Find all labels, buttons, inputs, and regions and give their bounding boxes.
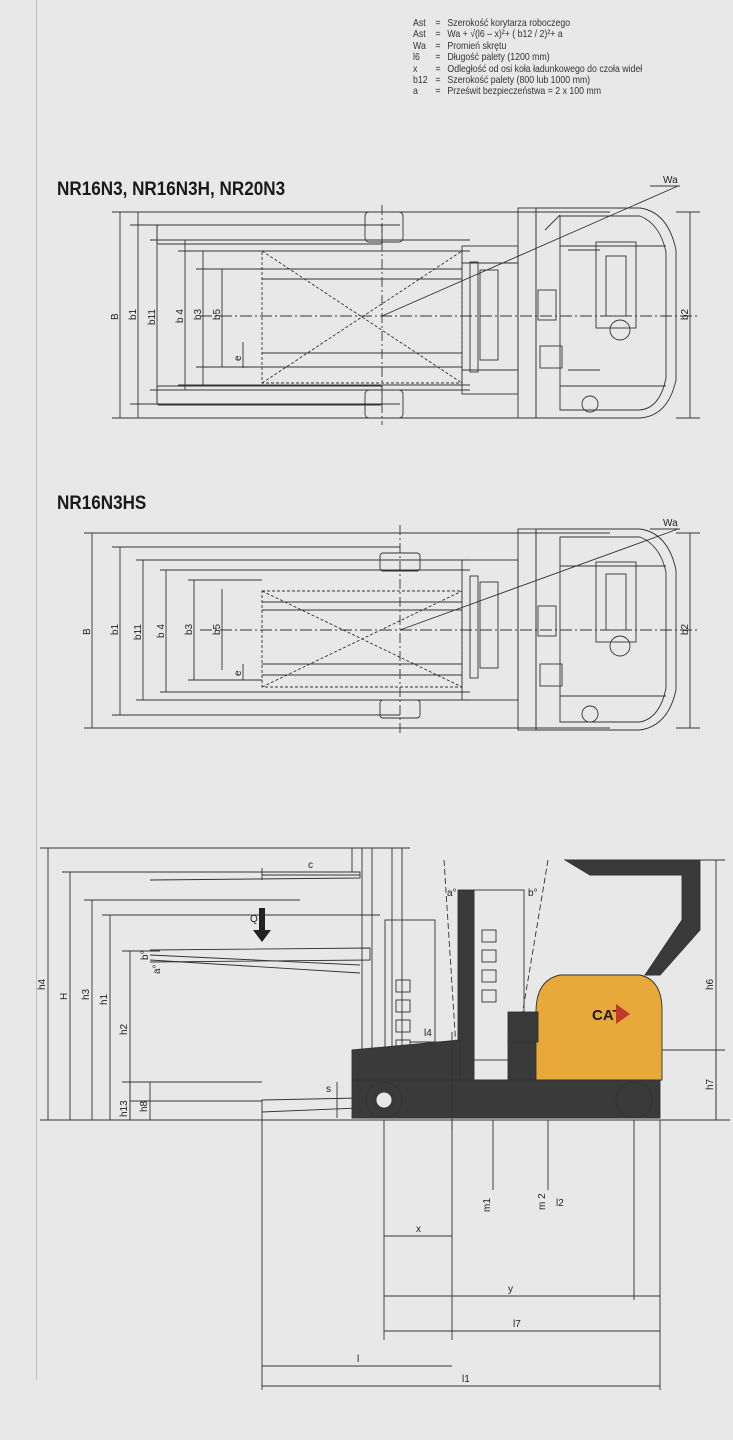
legend-text: Prześwit bezpieczeństwa = 2 x 100 mm — [447, 86, 602, 98]
dim-b3-2: b3 — [184, 623, 195, 635]
dim-h4: h4 — [37, 978, 48, 990]
tilt-a-deg-fork: a° — [152, 964, 163, 974]
legend-key: Wa — [413, 40, 426, 52]
legend-text: Szerokość korytarza roboczego — [447, 18, 571, 29]
legend-eq: = — [435, 86, 441, 98]
cat-logo-text: CAT — [592, 1007, 622, 1024]
dim-b3: b3 — [193, 308, 204, 320]
dim-B-2: B — [82, 628, 93, 635]
legend-text: Szerokość palety (800 lub 1000 mm) — [447, 75, 591, 87]
legend-row: Wa = Promień skrętu — [413, 41, 642, 52]
legend-row: x = Odległość od osi koła ładunkowego do c… — [413, 64, 642, 75]
legend-eq: = — [435, 75, 441, 87]
view2-title: NR16N3HS — [57, 493, 147, 514]
dim-y: y — [508, 1284, 513, 1295]
dim-Wa: Wa — [663, 175, 678, 186]
dim-h13: h13 — [119, 1100, 130, 1117]
dim-l2: l2 — [556, 1198, 564, 1209]
dim-m1: m1 — [482, 1198, 493, 1212]
legend-row: Ast = Wa + √(l6 – x)²+ ( b12 / 2)²+ a — [413, 29, 642, 40]
legend-text: Długość palety (1200 mm) — [447, 52, 550, 64]
legend-row: Ast = Szerokość korytarza roboczego — [413, 18, 642, 29]
dim-H: H — [59, 993, 70, 1000]
dim-h3: h3 — [81, 988, 92, 1000]
legend-key: b12 — [413, 75, 428, 87]
legend-eq: = — [435, 29, 441, 41]
legend-row: a = Prześwit bezpieczeństwa = 2 x 100 mm — [413, 86, 642, 97]
dim-l4: l4 — [424, 1028, 432, 1039]
dim-e-2: e — [233, 670, 244, 676]
dim-m2: m 2 — [537, 1193, 548, 1210]
dim-e: e — [233, 355, 244, 361]
dim-b5-2: b5 — [212, 623, 223, 635]
dim-x: x — [416, 1224, 421, 1235]
view1-title: NR16N3, NR16N3H, NR20N3 — [57, 179, 286, 200]
legend-row: l6 = Długość palety (1200 mm) — [413, 52, 642, 63]
legend-eq: = — [435, 40, 441, 52]
dim-b11: b11 — [147, 309, 158, 325]
dim-b1-2: b1 — [110, 623, 121, 635]
dim-b2-2: b2 — [680, 623, 691, 635]
dim-b1: b1 — [128, 308, 139, 320]
dim-h6: h6 — [705, 978, 716, 990]
dim-h7: h7 — [705, 1078, 716, 1090]
dim-B: B — [110, 313, 121, 320]
dim-b4: b 4 — [175, 309, 186, 323]
dim-s: s — [326, 1084, 331, 1095]
tilt-b-deg: b° — [528, 888, 538, 899]
dim-Wa-2: Wa — [663, 518, 678, 529]
legend-key: Ast — [413, 18, 426, 29]
tilt-a-deg: a° — [447, 888, 457, 899]
legend-key: a — [413, 86, 418, 98]
dim-l7: l7 — [513, 1319, 521, 1330]
dim-b4-2: b 4 — [156, 624, 167, 638]
cat-logo: CAT — [590, 1004, 630, 1024]
page-margin-rule — [36, 0, 37, 1380]
dim-l1: l1 — [462, 1374, 470, 1385]
legend-text: Wa + √(l6 – x)²+ ( b12 / 2)²+ a — [447, 29, 563, 41]
legend-text: Odległość od osi koła ładunkowego do czo… — [447, 63, 643, 75]
tilt-b-deg-fork: b° — [140, 950, 151, 960]
dim-b5: b5 — [212, 308, 223, 320]
dim-h1: h1 — [99, 993, 110, 1005]
legend-row: b12 = Szerokość palety (800 lub 1000 mm) — [413, 75, 642, 86]
legend-key: x — [413, 63, 418, 75]
legend-key: Ast — [413, 29, 426, 41]
dim-h8: h8 — [139, 1100, 150, 1112]
dim-h2: h2 — [119, 1023, 130, 1035]
dim-c: c — [308, 860, 313, 871]
dim-l: l — [357, 1354, 359, 1365]
dim-b11-2: b11 — [133, 624, 144, 640]
legend-eq: = — [435, 63, 441, 75]
dim-b2: b2 — [680, 308, 691, 320]
load-Q: Q — [250, 914, 258, 925]
legend-text: Promień skrętu — [447, 40, 507, 52]
legend-eq: = — [435, 52, 441, 64]
legend-eq: = — [435, 18, 441, 29]
legend-key: l6 — [413, 52, 420, 64]
